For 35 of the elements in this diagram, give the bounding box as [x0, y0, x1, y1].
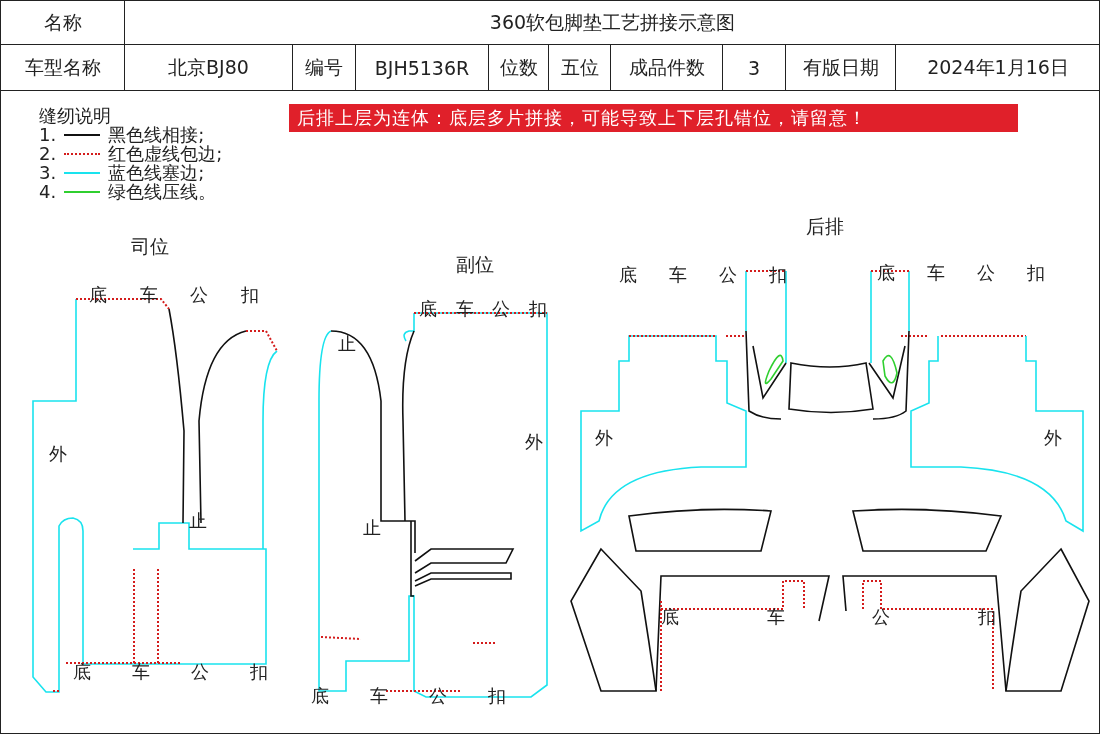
piece-label: 底车公扣: [89, 284, 259, 306]
table-cell: 2024年1月16日: [896, 45, 1099, 91]
legend-text: 蓝色线塞边;: [108, 163, 205, 183]
table-cell: 位数: [489, 45, 549, 91]
piece-label: 底车公扣: [877, 262, 1045, 284]
table-cell: 有版日期: [786, 45, 896, 91]
table-cell: 编号: [293, 45, 356, 91]
legend-number: 3.: [39, 163, 57, 183]
section-title: 司位: [131, 235, 169, 257]
piece-label: 止: [338, 333, 356, 355]
legend-text: 黑色线相接;: [108, 125, 205, 145]
piece-label: 外: [525, 431, 543, 453]
legend-number: 1.: [39, 125, 57, 145]
piece-label: 底车公扣: [73, 661, 268, 683]
piece-label: 底车公扣: [661, 606, 996, 628]
table-cell: BJH5136R: [356, 45, 489, 91]
table-cell: 名称: [1, 1, 125, 45]
legend-text: 红色虚线包边;: [108, 144, 223, 164]
legend-number: 2.: [39, 144, 57, 164]
table-cell: 车型名称: [1, 45, 125, 91]
table-cell: 北京BJ80: [125, 45, 293, 91]
section-title: 副位: [456, 253, 494, 275]
warning-banner: 后排上层为连体：底层多片拼接，可能导致上下层孔错位，请留意！: [289, 104, 1018, 132]
table-cell: 五位: [549, 45, 611, 91]
piece-label: 止: [363, 517, 381, 539]
legend-text: 绿色线压线。: [108, 182, 217, 202]
legend-heading: 缝纫说明: [39, 105, 111, 126]
piece-label: 外: [1044, 427, 1062, 449]
piece-label: 外: [49, 443, 67, 465]
table-cell: 360软包脚垫工艺拼接示意图: [125, 1, 1099, 45]
table-cell: 成品件数: [611, 45, 723, 91]
piece-label: 外: [595, 427, 613, 449]
legend-number: 4.: [39, 182, 57, 202]
table-cell: 3: [723, 45, 786, 91]
section-title: 后排: [806, 215, 844, 237]
